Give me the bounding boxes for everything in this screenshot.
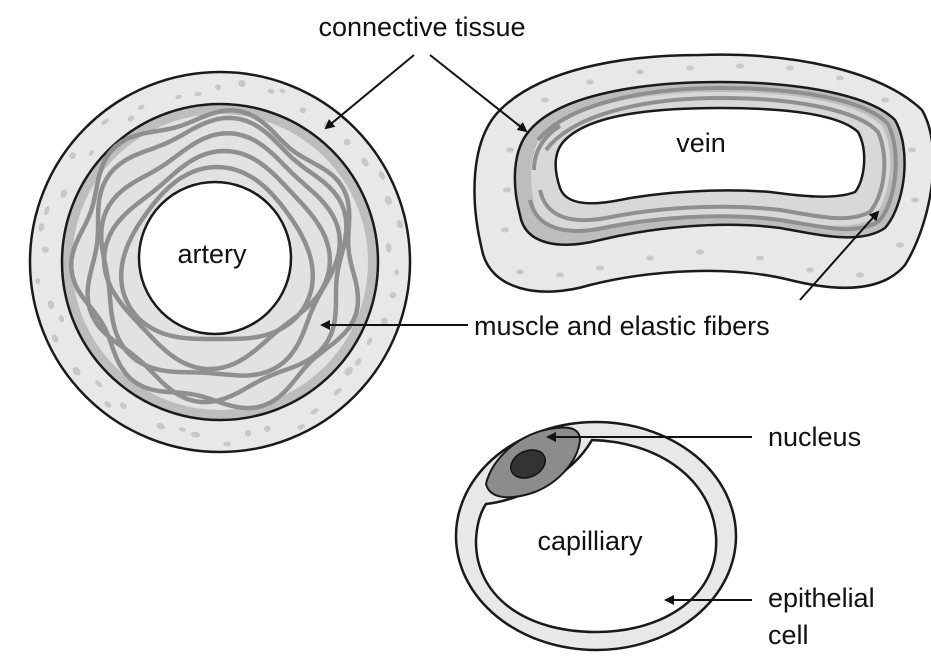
label-epithelial-cell: cell bbox=[768, 622, 809, 649]
connective-speckle bbox=[686, 66, 694, 71]
label-vein: vein bbox=[676, 130, 726, 157]
label-epithelial: epithelial bbox=[768, 585, 875, 612]
label-capillary: capilliary bbox=[537, 528, 642, 555]
connective-speckle bbox=[736, 64, 744, 69]
connective-speckle bbox=[696, 250, 704, 255]
label-nucleus: nucleus bbox=[768, 424, 861, 451]
connective-speckle bbox=[501, 228, 509, 233]
connective-speckle bbox=[911, 198, 919, 203]
label-connective-tissue: connective tissue bbox=[318, 14, 525, 41]
connective-speckle bbox=[503, 188, 511, 193]
connective-speckle bbox=[806, 268, 814, 273]
label-artery: artery bbox=[177, 241, 246, 268]
connective-speckle bbox=[786, 66, 794, 71]
connective-speckle bbox=[908, 148, 916, 153]
connective-speckle bbox=[646, 256, 654, 261]
connective-speckle bbox=[506, 148, 514, 153]
connective-speckle bbox=[896, 243, 904, 248]
connective-speckle bbox=[836, 76, 844, 81]
connective-speckle bbox=[541, 98, 549, 103]
connective-speckle bbox=[516, 270, 524, 275]
connective-speckle bbox=[586, 80, 594, 85]
connective-speckle bbox=[596, 266, 604, 271]
arrow-connective-to-vein bbox=[430, 55, 526, 131]
connective-speckle bbox=[881, 98, 889, 103]
connective-speckle bbox=[556, 273, 564, 278]
arrow-connective-to-artery bbox=[326, 55, 414, 128]
connective-speckle bbox=[756, 256, 764, 261]
connective-speckle bbox=[636, 70, 644, 75]
vein-cross-section bbox=[475, 55, 931, 292]
label-muscle-elastic-fibers: muscle and elastic fibers bbox=[474, 313, 770, 340]
connective-speckle bbox=[856, 273, 864, 278]
